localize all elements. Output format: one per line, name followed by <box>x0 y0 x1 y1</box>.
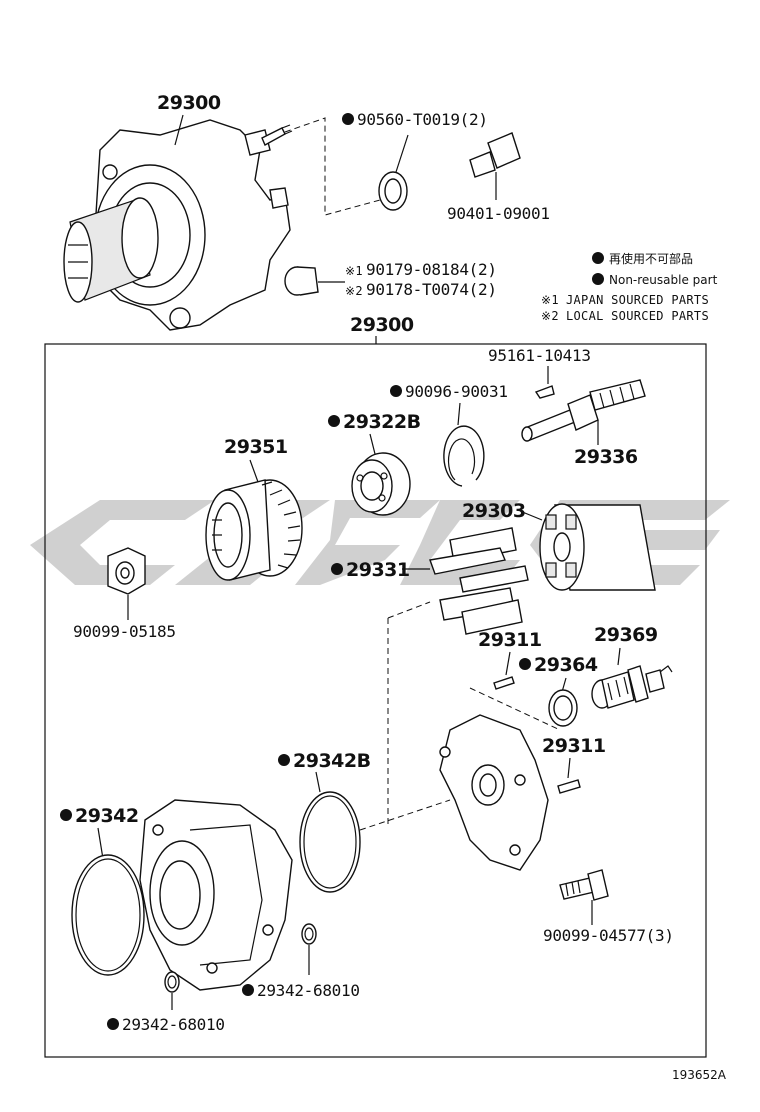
valve-29369[interactable] <box>591 665 673 709</box>
part-label-29342[interactable]: 29342 <box>75 805 139 827</box>
centerline <box>387 601 431 619</box>
note-mark-1: ※1 <box>345 264 363 278</box>
pump-housing[interactable] <box>139 799 293 991</box>
oring-90560[interactable] <box>378 171 408 211</box>
nut-90099-05185[interactable] <box>107 547 146 595</box>
rotor-29303[interactable] <box>539 503 656 591</box>
part-label-29303[interactable]: 29303 <box>462 500 526 522</box>
part-label-29369[interactable]: 29369 <box>594 624 658 646</box>
legend-text-jp: 再使用不可部品 <box>609 251 693 266</box>
snap-ring-90096[interactable] <box>443 425 485 487</box>
legend-note2-text: LOCAL SOURCED PARTS <box>566 309 709 323</box>
shaft-29336[interactable] <box>521 379 646 442</box>
nut-90179[interactable] <box>284 266 319 296</box>
part-label-90099-04577[interactable]: 90099-04577(3) <box>543 926 674 945</box>
legend-dot <box>592 252 604 264</box>
leader-line <box>395 134 409 173</box>
leader-line <box>315 771 321 793</box>
part-label-95161[interactable]: 95161-10413 <box>488 346 591 365</box>
part-label-90179[interactable]: 90179-08184(2) <box>366 260 497 279</box>
part-label-29322B[interactable]: 29322B <box>343 411 421 433</box>
oring-29342-68010-b[interactable] <box>164 971 180 993</box>
non-reusable-dot <box>331 563 343 575</box>
leader-line <box>567 757 571 779</box>
bolt-90099-04577[interactable] <box>559 869 609 901</box>
leader-line <box>519 510 543 521</box>
non-reusable-dot <box>278 754 290 766</box>
part-label-29342-68010-a[interactable]: 29342-68010 <box>257 981 360 1000</box>
drawing-number: 193652A <box>672 1068 727 1082</box>
guide-line <box>284 117 381 216</box>
cover-plate[interactable] <box>439 714 549 871</box>
part-label-29336[interactable]: 29336 <box>574 446 638 468</box>
oring-29342[interactable] <box>71 854 145 976</box>
non-reusable-dot <box>107 1018 119 1030</box>
part-label-29311-b[interactable]: 29311 <box>542 735 606 757</box>
non-reusable-dot <box>242 984 254 996</box>
key-95161[interactable] <box>534 385 555 399</box>
part-label-29351[interactable]: 29351 <box>224 436 288 458</box>
leader-line <box>457 402 461 426</box>
legend-note1-mark: ※1 <box>541 293 559 307</box>
legend-dot <box>592 273 604 285</box>
part-label-29364[interactable]: 29364 <box>534 654 598 676</box>
part-label-29342-68010-b[interactable]: 29342-68010 <box>122 1015 225 1034</box>
legend-note1-text: JAPAN SOURCED PARTS <box>566 293 709 307</box>
centerline <box>469 687 561 731</box>
pin-29311-b[interactable] <box>557 779 581 794</box>
legend-note2-mark: ※2 <box>541 309 559 323</box>
note-mark-2: ※2 <box>345 284 363 298</box>
gear-29351[interactable] <box>205 479 303 581</box>
leader-line <box>617 647 621 666</box>
top-assembly-label: 29300 <box>157 92 221 114</box>
leader-line <box>249 459 259 483</box>
leader-line <box>174 114 184 146</box>
part-label-90096[interactable]: 90096-90031 <box>405 382 508 401</box>
non-reusable-dot <box>519 658 531 670</box>
bearing-29322B[interactable] <box>351 452 411 516</box>
oring-29342B[interactable] <box>299 791 361 893</box>
leader-line <box>505 651 511 676</box>
part-label-90560[interactable]: 90560-T0019(2) <box>357 110 488 129</box>
box-assembly-label: 29300 <box>350 314 414 336</box>
part-label-29342B[interactable]: 29342B <box>293 750 371 772</box>
bolt-90401[interactable] <box>469 132 521 178</box>
part-label-29311-a[interactable]: 29311 <box>478 629 542 651</box>
leader-line <box>369 433 376 455</box>
non-reusable-dot <box>390 385 402 397</box>
legend: 再使用不可部品 Non-reusable part ※1 JAPAN SOURC… <box>541 251 718 323</box>
legend-text-en: Non-reusable part <box>609 273 718 287</box>
centerline <box>359 799 451 831</box>
part-label-90178[interactable]: 90178-T0074(2) <box>366 280 497 299</box>
non-reusable-dot <box>342 113 354 125</box>
pin-29311-a[interactable] <box>493 676 515 690</box>
non-reusable-dot <box>60 809 72 821</box>
oring-29342-68010-a[interactable] <box>301 923 317 945</box>
vanes-29331[interactable] <box>429 527 529 635</box>
oring-29364[interactable] <box>548 689 578 727</box>
part-label-29331[interactable]: 29331 <box>346 559 410 581</box>
part-label-90099-05185[interactable]: 90099-05185 <box>73 622 176 641</box>
part-label-90401[interactable]: 90401-09001 <box>447 204 550 223</box>
non-reusable-dot <box>328 415 340 427</box>
pump-assembly-top[interactable] <box>63 119 293 331</box>
